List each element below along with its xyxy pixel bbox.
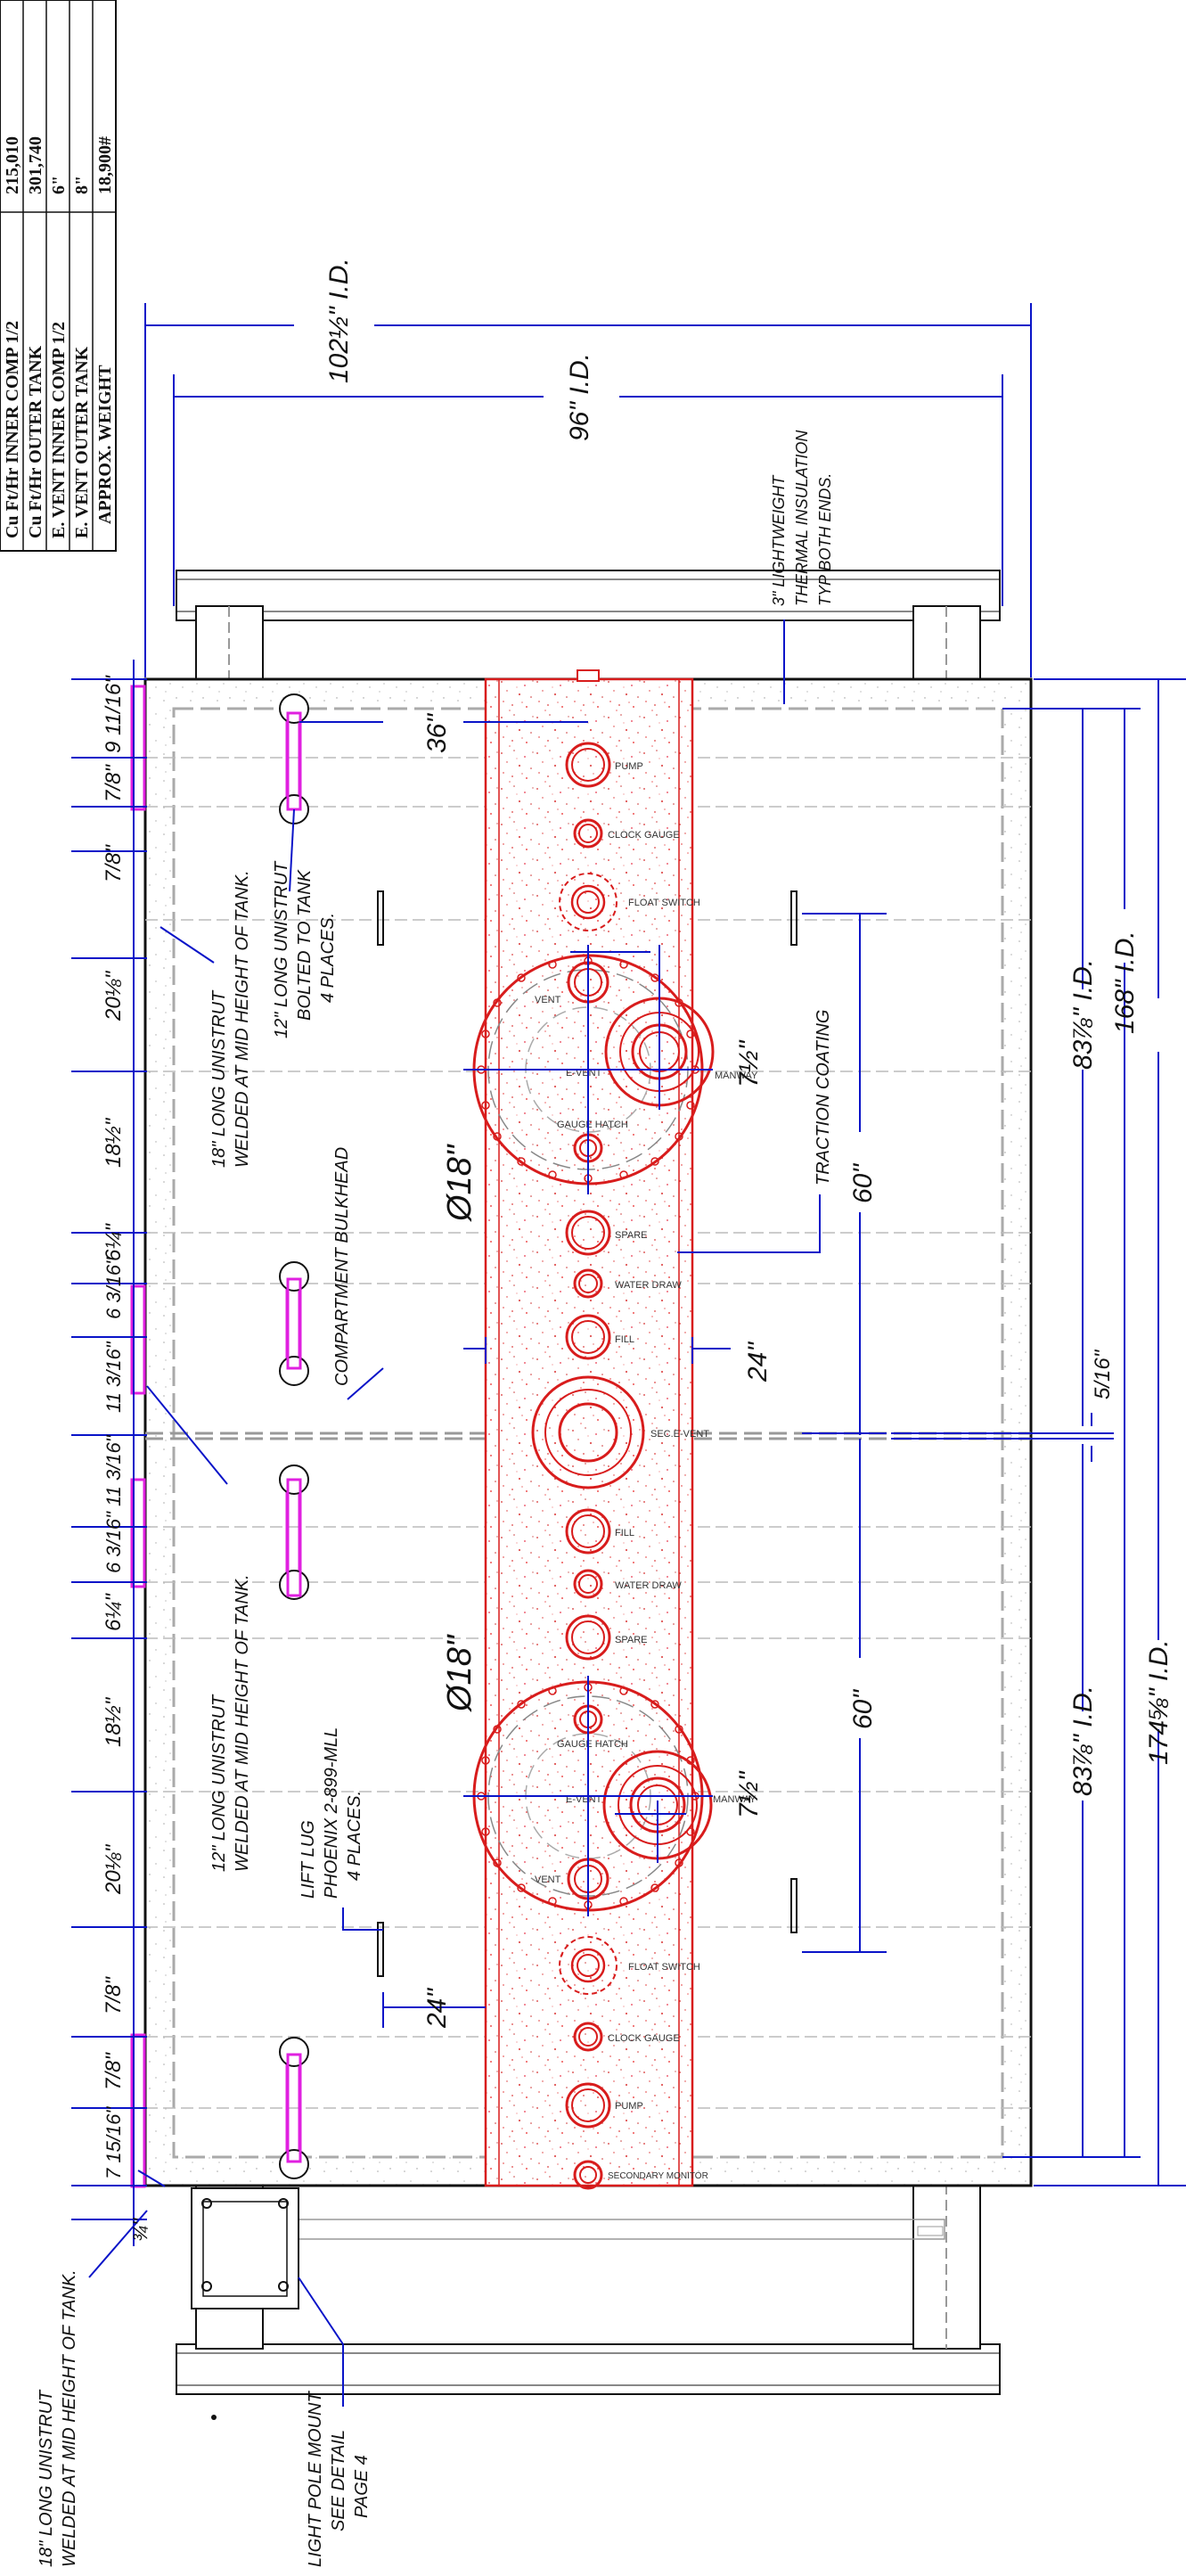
label-manway-top: MANWAY <box>715 1071 758 1081</box>
label-spare-top: SPARE <box>615 1230 647 1241</box>
dim-top-id: 96" I.D. <box>565 353 594 441</box>
note-insulation-2: THERMAL INSULATION <box>793 430 811 606</box>
dimension-lines <box>71 303 1186 2407</box>
chain-2: 7/8" <box>102 764 126 802</box>
traction-coating-strip <box>484 669 694 2187</box>
label-fill-bottom: FILL <box>615 1528 634 1538</box>
spec-row-3-label: E. VENT INNER COMP 1/2 <box>49 322 69 538</box>
light-pole-mount <box>191 2187 299 2309</box>
spec-table: Cu Ft/Hr INNER COMP 1/2 215,010 Cu Ft/Hr… <box>0 0 117 552</box>
dim-manway-dia1: Ø18" <box>441 1144 478 1223</box>
spec-row-5-value: 18,900# <box>95 136 115 194</box>
label-spare-bottom: SPARE <box>615 1635 647 1645</box>
dim-lug-offset: 24" <box>422 1988 452 2029</box>
chain-13: 20⅛" <box>102 1843 126 1895</box>
spec-row-2-value: 301,740 <box>26 136 45 194</box>
note-lift-lug-1: LIFT LUG <box>299 1820 318 1899</box>
note-unistrut18-top-1: 18" LONG UNISTRUT <box>209 989 229 1168</box>
note-unistrut18-bot-2: WELDED AT MID HEIGHT OF TANK. <box>60 2269 79 2567</box>
label-vent-top: VENT <box>535 995 561 1005</box>
label-fill-top: FILL <box>615 1334 634 1345</box>
top-skid <box>176 570 1001 683</box>
note-unistrut12-top-1: 12" LONG UNISTRUT <box>272 860 291 1038</box>
chain-3: 7/8" <box>102 844 126 882</box>
label-manway-bottom: MANWAY <box>713 1794 757 1805</box>
note-light-pole-3: PAGE 4 <box>352 2455 372 2518</box>
label-float-switch-top: FLOAT SWITCH <box>628 898 700 908</box>
chain-4: 20⅛" <box>102 970 126 1021</box>
label-water-draw-top: WATER DRAW <box>615 1280 682 1291</box>
dim-length-total: 174⅝" I.D. <box>1144 1639 1174 1765</box>
chain-10: 6 3/16" <box>102 1511 125 1573</box>
note-lift-lug-2: PHOENIX 2-899-MLL <box>322 1727 341 1899</box>
note-unistrut12-mid-2: WELDED AT MID HEIGHT OF TANK. <box>233 1574 252 1872</box>
label-sec-event: SEC.E-VENT <box>650 1429 709 1440</box>
dim-comp1: 83⅞" I.D. <box>1068 959 1098 1070</box>
dim-span1: 60" <box>848 1163 878 1203</box>
spec-row-1-value: 215,010 <box>3 136 22 194</box>
dim-manway-offset1: 7½" <box>734 1039 764 1087</box>
note-insulation-1: 3" LIGHTWEIGHT <box>770 474 788 606</box>
fitting-labels: PUMP CLOCK GAUGE FLOAT SWITCH VENT E-VEN… <box>535 761 758 2181</box>
note-light-pole-2: SEE DETAIL <box>329 2430 348 2531</box>
chain-7: 6 3/16" <box>102 1257 125 1319</box>
bottom-skid <box>176 2183 1001 2420</box>
left-chain-texts: 9 11/16" 7/8" 7/8" 20⅛" 18½" 6¼" 6 3/16"… <box>102 675 151 2242</box>
label-pump-bottom: PUMP <box>615 2101 643 2112</box>
label-gauge-hatch-top: GAUGE HATCH <box>557 1120 628 1130</box>
label-water-draw-bottom: WATER DRAW <box>615 1580 682 1591</box>
dim-bulkhead-gap: 5/16" <box>1091 1349 1115 1399</box>
chain-5: 18½" <box>102 1117 126 1168</box>
dim-span2: 60" <box>848 1689 878 1729</box>
dim-pump-offset: 36" <box>422 713 452 753</box>
note-insulation-3: TYP BOTH ENDS. <box>816 473 834 606</box>
chain-8: 11 3/16" <box>102 1341 125 1413</box>
chain-15: 7/8" <box>102 2052 126 2090</box>
spec-row-4-value: 8" <box>72 176 92 194</box>
note-unistrut12-top-3: 4 PLACES. <box>318 913 338 1003</box>
note-bulkhead: COMPARTMENT BULKHEAD <box>332 1147 352 1386</box>
spec-row-3-value: 6" <box>49 176 69 194</box>
chain-12: 18½" <box>102 1696 126 1747</box>
chain-1: 9 11/16" <box>102 675 126 753</box>
spec-row-5-label: APPROX. WEIGHT <box>95 365 115 524</box>
note-unistrut18-top-2: WELDED AT MID HEIGHT OF TANK. <box>233 870 252 1168</box>
chain-14: 7/8" <box>102 1976 126 2014</box>
label-pump-top: PUMP <box>615 761 643 772</box>
note-light-pole-1: LIGHT POLE MOUNT <box>306 2391 325 2567</box>
chain-6: 6¼" <box>102 1223 126 1261</box>
label-vent-bottom: VENT <box>535 1875 561 1885</box>
dim-top-od: 102½" I.D. <box>324 258 354 383</box>
spec-row-1-label: Cu Ft/Hr INNER COMP 1/2 <box>3 321 22 538</box>
dim-manway-dia2: Ø18" <box>441 1634 478 1713</box>
dim-comp2: 83⅞" I.D. <box>1068 1686 1098 1796</box>
dim-walkway-width: 24" <box>743 1341 773 1382</box>
chain-9: 11 3/16" <box>102 1434 125 1506</box>
note-unistrut18-bot-1: 18" LONG UNISTRUT <box>37 2389 56 2567</box>
note-traction: TRACTION COATING <box>814 1010 833 1185</box>
note-lift-lug-3: 4 PLACES. <box>345 1791 364 1881</box>
label-clock-gauge-bottom: CLOCK GAUGE <box>608 2033 680 2044</box>
dimension-texts: 102½" I.D. 96" I.D. 174⅝" I.D. 168" I.D.… <box>324 258 1174 2029</box>
note-unistrut12-mid-1: 12" LONG UNISTRUT <box>209 1694 229 1872</box>
chain-17: ¾" <box>129 2218 151 2242</box>
label-secondary-monitor: SECONDARY MONITOR <box>608 2171 708 2181</box>
label-gauge-hatch-bottom: GAUGE HATCH <box>557 1739 628 1750</box>
spec-row-2-label: Cu Ft/Hr OUTER TANK <box>26 345 45 538</box>
note-unistrut12-top-2: BOLTED TO TANK <box>295 868 315 1021</box>
spec-row-4-label: E. VENT OUTER TANK <box>72 346 92 538</box>
label-float-switch-bottom: FLOAT SWITCH <box>628 1962 700 1973</box>
chain-11: 6¼" <box>102 1593 126 1631</box>
chain-16: 7 15/16" <box>102 2106 125 2179</box>
dim-manway-offset2: 7½" <box>734 1770 764 1818</box>
handles <box>377 890 797 1977</box>
notes: 3" LIGHTWEIGHT THERMAL INSULATION TYP BO… <box>37 430 834 2567</box>
dim-length-inner: 168" I.D. <box>1110 931 1140 1034</box>
label-clock-gauge-top: CLOCK GAUGE <box>608 830 680 841</box>
